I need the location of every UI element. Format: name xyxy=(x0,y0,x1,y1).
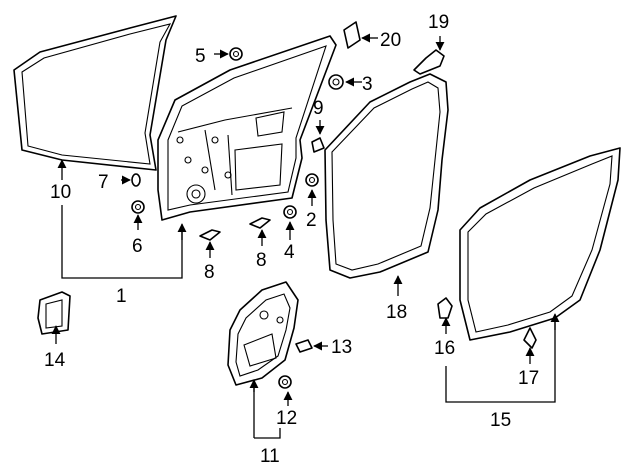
callout-3: 3 xyxy=(362,74,373,95)
callout-20: 20 xyxy=(380,30,401,51)
hinge-bracket xyxy=(37,291,71,335)
interior-trim-panel xyxy=(227,281,299,386)
callout-12: 12 xyxy=(276,408,297,429)
callout-2: 2 xyxy=(306,210,317,231)
callout-labels: 10 7 6 1 5 20 19 3 9 2 4 8 8 18 14 13 12… xyxy=(44,12,539,467)
callout-15: 15 xyxy=(490,410,511,431)
door-weatherstrip xyxy=(459,147,621,341)
callout-14: 14 xyxy=(44,350,66,371)
callout-6: 6 xyxy=(132,236,143,257)
callout-9: 9 xyxy=(313,98,324,119)
callout-13: 13 xyxy=(331,337,352,358)
door-opening-weatherstrip xyxy=(324,73,449,279)
callout-17: 17 xyxy=(518,368,539,389)
callout-19: 19 xyxy=(428,12,449,33)
callout-5: 5 xyxy=(195,46,206,67)
door-shell xyxy=(157,35,337,221)
callout-8a: 8 xyxy=(204,262,215,283)
callout-16: 16 xyxy=(434,338,455,359)
callout-4: 4 xyxy=(284,242,295,263)
callout-7: 7 xyxy=(98,172,109,193)
callout-11: 11 xyxy=(260,446,280,467)
leader-lines xyxy=(51,33,560,439)
callout-10: 10 xyxy=(50,182,71,203)
callout-18: 18 xyxy=(386,302,407,323)
outer-door-skin xyxy=(13,15,177,171)
small-hardware xyxy=(131,21,537,389)
callout-1: 1 xyxy=(116,286,127,307)
callout-8b: 8 xyxy=(256,250,267,271)
